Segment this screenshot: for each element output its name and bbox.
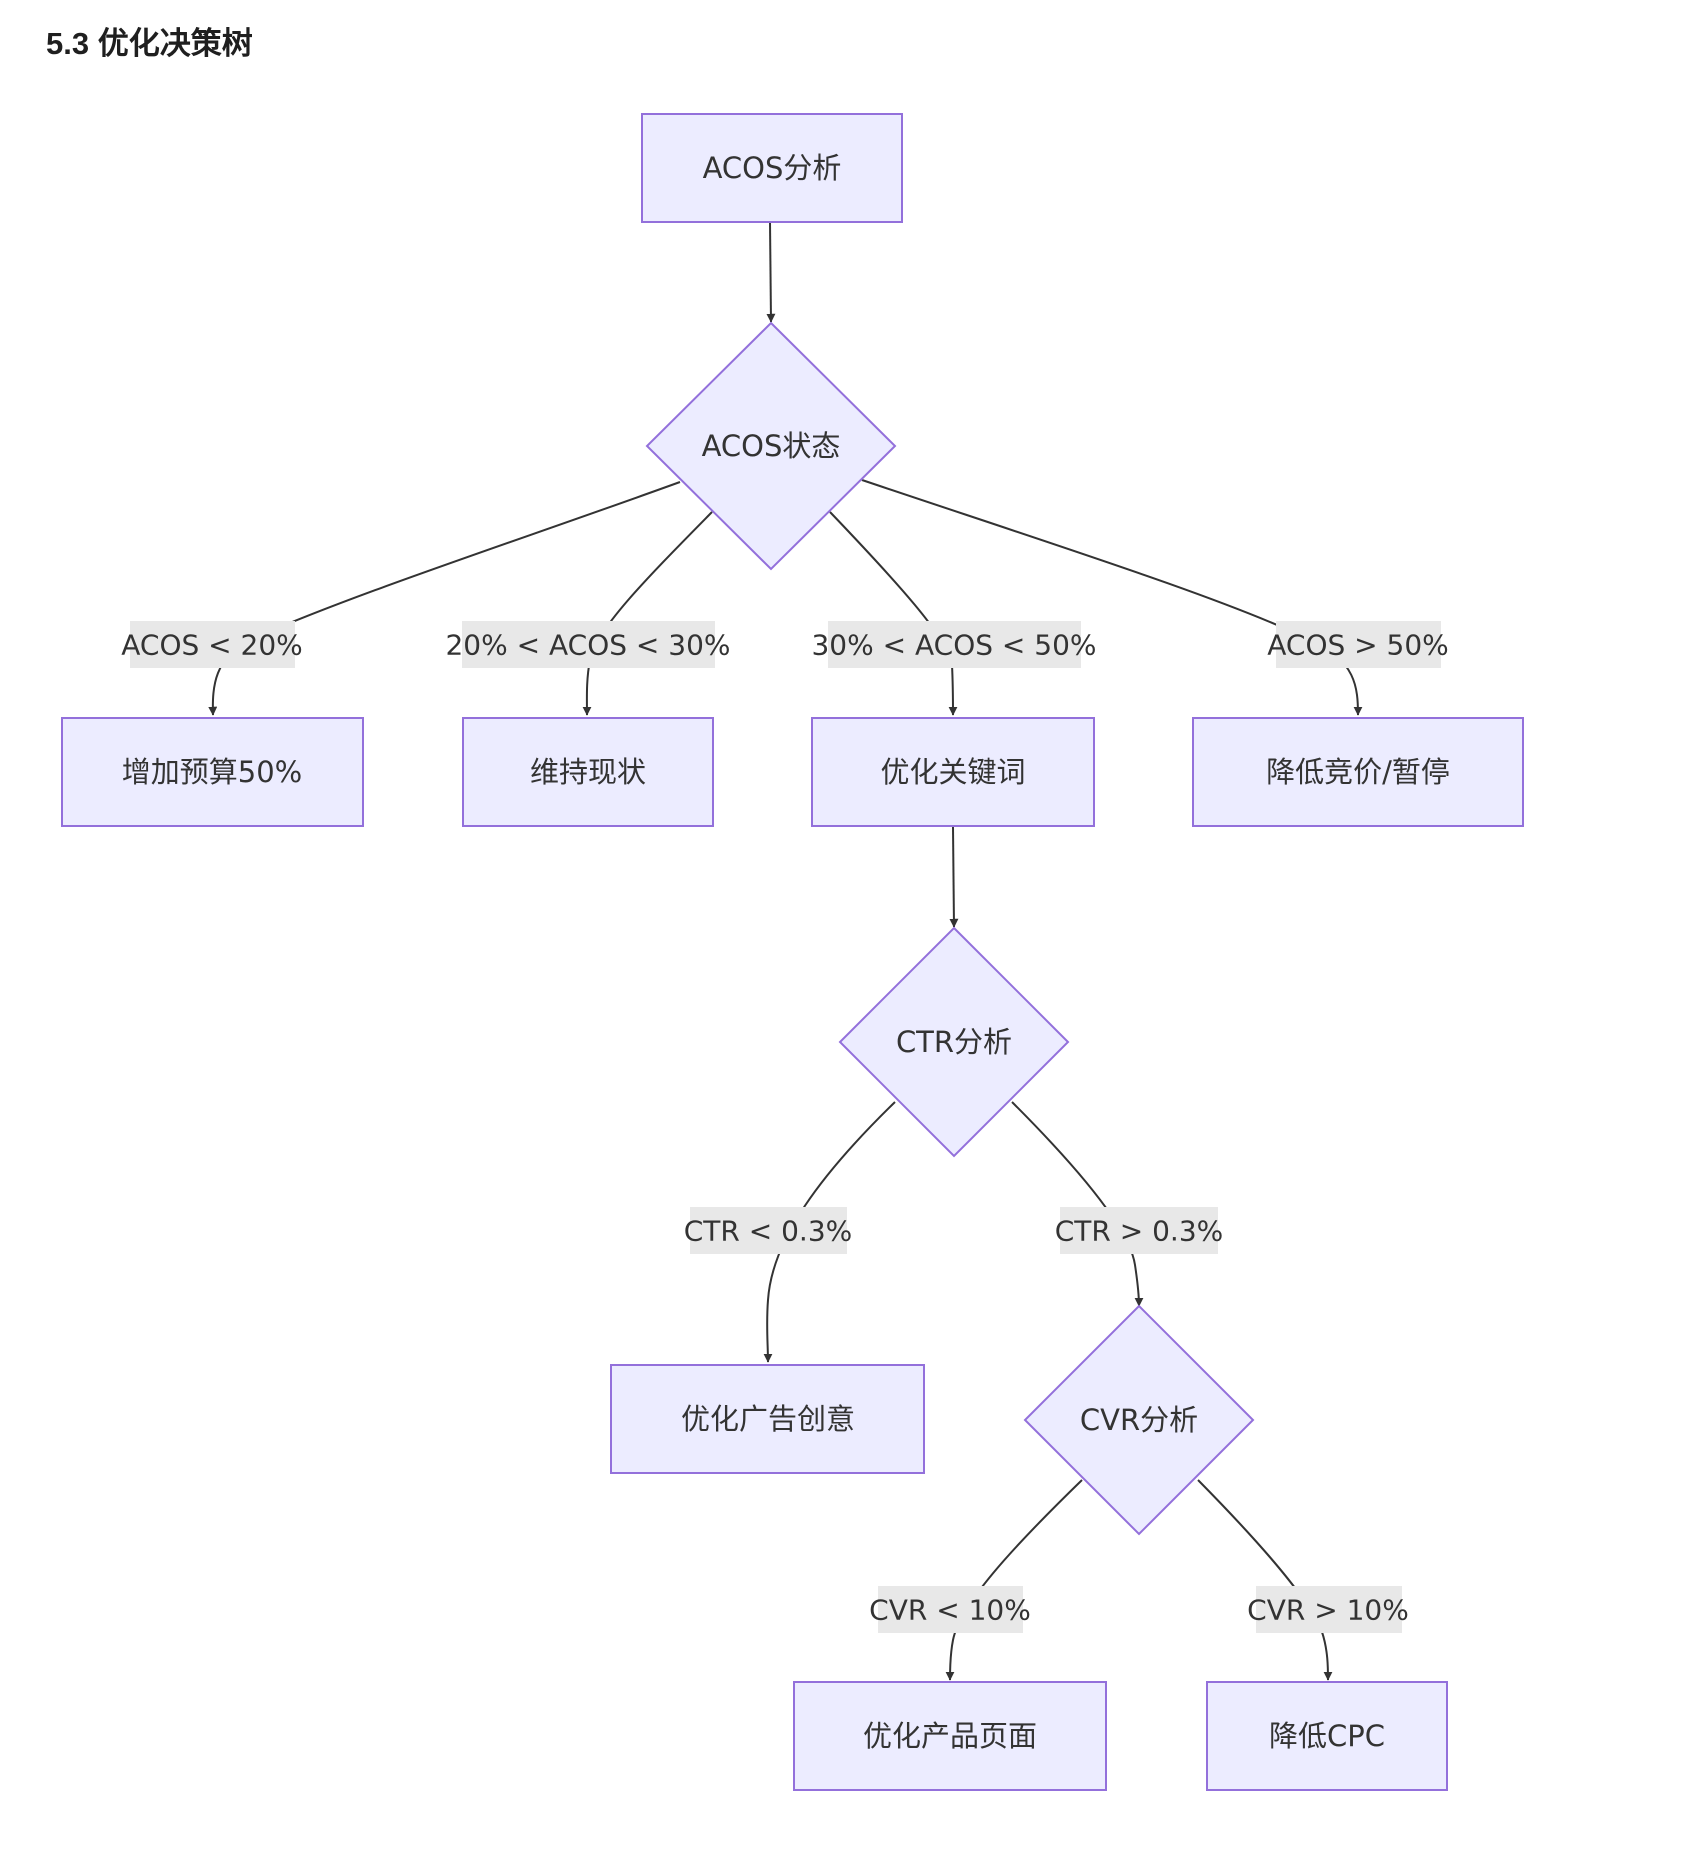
edge-label-text: CVR < 10% — [869, 1594, 1031, 1627]
nodes: ACOS分析 ACOS状态 增加预算50% 维持现状 优化关键词 降低竞价/暂停… — [61, 113, 1524, 1791]
edge-acos-gt-50 — [861, 479, 1363, 716]
edge-acos-analysis-to-status — [766, 221, 776, 323]
node-acos-analysis: ACOS分析 — [641, 113, 903, 223]
node-lower-cpc: 降低CPC — [1206, 1681, 1448, 1791]
node-optimize-creative: 优化广告创意 — [610, 1364, 925, 1474]
edge-ctr-high — [1011, 1101, 1144, 1307]
node-label: 降低竞价/暂停 — [1266, 755, 1450, 789]
edge-label-ctr-low: CTR < 0.3% — [684, 1207, 853, 1254]
edge-acos-30-50 — [829, 511, 958, 716]
edge-label-cvr-high: CVR > 10% — [1247, 1586, 1409, 1633]
edge-label-text: CVR > 10% — [1247, 1594, 1409, 1627]
edge-cvr-high — [1197, 1479, 1333, 1681]
edge-label-acos-gt-50: ACOS > 50% — [1267, 621, 1449, 668]
edge-label-text: 30% < ACOS < 50% — [811, 629, 1096, 662]
node-label: ACOS分析 — [703, 151, 842, 185]
node-label: 优化广告创意 — [681, 1402, 855, 1436]
edge-label-text: ACOS < 20% — [121, 629, 303, 662]
node-label: CVR分析 — [1080, 1403, 1198, 1437]
node-cvr-analysis: CVR分析 — [1023, 1304, 1255, 1536]
node-keep-status: 维持现状 — [462, 717, 714, 827]
node-acos-status: ACOS状态 — [645, 321, 897, 571]
edge-label-text: 20% < ACOS < 30% — [445, 629, 730, 662]
node-label: 降低CPC — [1269, 1719, 1385, 1753]
edge-label-text: CTR > 0.3% — [1055, 1215, 1224, 1248]
node-optimize-keywords: 优化关键词 — [811, 717, 1095, 827]
diagram-title: 5.3 优化决策树 — [46, 26, 253, 61]
edge-label-acos-20-30: 20% < ACOS < 30% — [445, 621, 731, 668]
node-label: 优化产品页面 — [863, 1719, 1037, 1753]
node-label: 维持现状 — [530, 755, 646, 789]
node-optimize-product-page: 优化产品页面 — [793, 1681, 1107, 1791]
node-lower-bid-pause: 降低竞价/暂停 — [1192, 717, 1524, 827]
node-label: 优化关键词 — [880, 755, 1025, 789]
node-label: 增加预算50% — [122, 755, 302, 789]
edge-label-cvr-low: CVR < 10% — [869, 1586, 1031, 1633]
node-ctr-analysis: CTR分析 — [838, 926, 1070, 1158]
edge-acos-lt-20 — [208, 481, 681, 716]
edge-label-acos-30-50: 30% < ACOS < 50% — [811, 621, 1097, 668]
edge-label-ctr-high: CTR > 0.3% — [1055, 1207, 1224, 1254]
edge-label-text: CTR < 0.3% — [684, 1215, 853, 1248]
node-increase-budget: 增加预算50% — [61, 717, 364, 827]
node-label: CTR分析 — [896, 1025, 1012, 1059]
edge-keywords-to-ctr — [949, 826, 959, 928]
edge-labels: ACOS < 20% 20% < ACOS < 30% 30% < ACOS <… — [121, 621, 1449, 1633]
edge-ctr-low — [763, 1101, 896, 1363]
edge-label-text: ACOS > 50% — [1267, 629, 1449, 662]
edge-acos-20-30 — [582, 511, 713, 716]
edge-cvr-low — [945, 1479, 1083, 1681]
edge-label-acos-lt-20: ACOS < 20% — [121, 621, 303, 668]
node-label: ACOS状态 — [702, 429, 841, 463]
